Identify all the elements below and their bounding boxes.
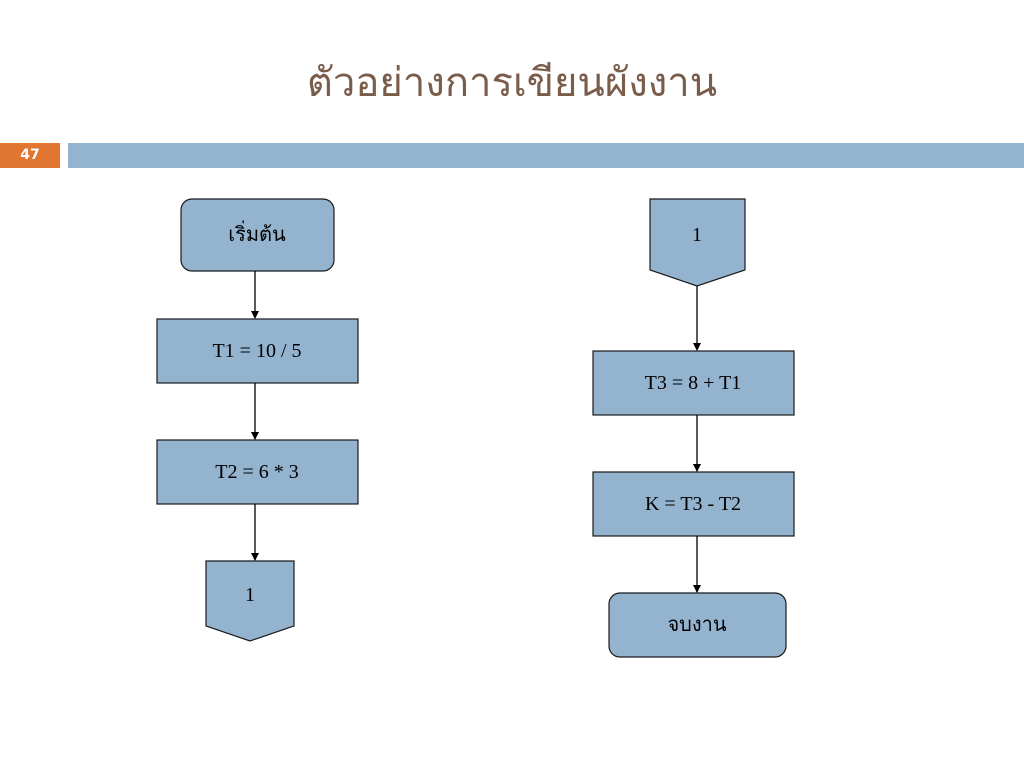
right-flowchart: 1 T3 = 8 + T1 K = T3 - T2 จบงาน xyxy=(592,198,795,658)
step2-label: T2 = 6 * 3 xyxy=(215,461,299,483)
start-terminator xyxy=(180,198,335,272)
step3-label: T3 = 8 + T1 xyxy=(645,372,742,394)
end-label: จบงาน xyxy=(667,614,726,636)
end-terminator xyxy=(608,592,787,658)
step4-label: K = T3 - T2 xyxy=(645,493,741,515)
slide-title: ตัวอย่างการเขียนผังงาน xyxy=(306,60,718,106)
step1-label: T1 = 10 / 5 xyxy=(212,340,301,362)
left-flowchart: เริ่มต้น T1 = 10 / 5 T2 = 6 * 3 1 xyxy=(156,198,359,642)
header-band xyxy=(68,143,1024,168)
start-label: เริ่มต้น xyxy=(228,220,286,246)
offpage-connector-right xyxy=(649,198,746,287)
offpage-connector-left xyxy=(205,560,295,642)
process-step2 xyxy=(156,439,359,505)
process-step1 xyxy=(156,318,359,384)
slide-number-badge: 47 xyxy=(0,143,60,168)
process-step4 xyxy=(592,471,795,537)
connector-left-label: 1 xyxy=(245,584,255,606)
connector-right-label: 1 xyxy=(692,224,702,246)
process-step3 xyxy=(592,350,795,416)
